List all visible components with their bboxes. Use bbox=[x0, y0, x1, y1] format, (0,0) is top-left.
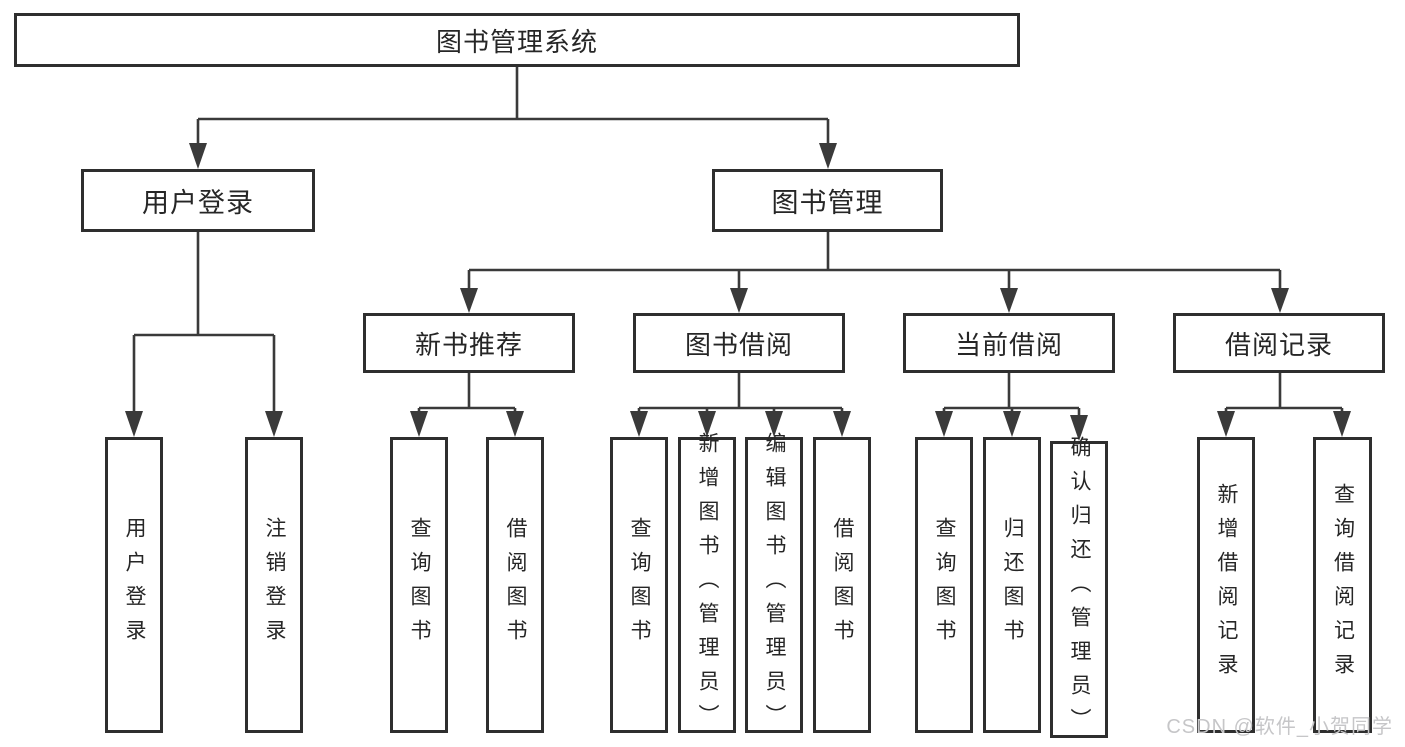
node-label: 查询图书 bbox=[933, 516, 956, 654]
leaf-return-book: 归还图书 bbox=[983, 437, 1041, 733]
leaf-query-books-borrow: 查询图书 bbox=[610, 437, 668, 733]
node-book-management: 图书管理 bbox=[712, 169, 943, 232]
node-new-book-recommend: 新书推荐 bbox=[363, 313, 575, 373]
node-label: 确认归还（管理员） bbox=[1068, 436, 1091, 743]
node-library-management-system: 图书管理系统 bbox=[14, 13, 1020, 67]
node-label: 编辑图书（管理员） bbox=[763, 431, 786, 739]
node-label: 归还图书 bbox=[1001, 516, 1024, 654]
leaf-borrow-books: 借阅图书 bbox=[813, 437, 871, 733]
node-label: 图书管理系统 bbox=[435, 26, 598, 57]
node-label: 用户登录 bbox=[142, 188, 254, 218]
node-label: 图书借阅 bbox=[684, 329, 793, 360]
leaf-query-books-current: 查询图书 bbox=[915, 437, 973, 733]
leaf-add-borrow-record: 新增借阅记录 bbox=[1197, 437, 1255, 733]
node-label: 借阅图书 bbox=[831, 516, 854, 654]
node-label: 借阅记录 bbox=[1224, 329, 1333, 360]
leaf-query-borrow-record: 查询借阅记录 bbox=[1313, 437, 1372, 733]
node-label: 新增借阅记录 bbox=[1215, 482, 1238, 688]
node-label: 借阅图书 bbox=[504, 516, 527, 654]
node-user-login: 用户登录 bbox=[81, 169, 315, 232]
node-label: 注销登录 bbox=[263, 516, 286, 654]
node-label: 新增图书（管理员） bbox=[696, 431, 719, 739]
leaf-borrow-books-recommend: 借阅图书 bbox=[486, 437, 544, 733]
node-borrow-records: 借阅记录 bbox=[1173, 313, 1385, 373]
node-label: 用户登录 bbox=[123, 516, 146, 654]
node-label: 查询借阅记录 bbox=[1331, 482, 1355, 688]
leaf-user-login: 用户登录 bbox=[105, 437, 163, 733]
node-book-borrow: 图书借阅 bbox=[633, 313, 845, 373]
node-label: 查询图书 bbox=[408, 516, 431, 654]
node-label: 查询图书 bbox=[628, 516, 651, 654]
leaf-confirm-return-admin: 确认归还（管理员） bbox=[1050, 436, 1108, 743]
node-current-borrow: 当前借阅 bbox=[903, 313, 1115, 373]
node-label: 图书管理 bbox=[771, 188, 884, 218]
node-label: 当前借阅 bbox=[954, 329, 1063, 360]
leaf-add-book-admin: 新增图书（管理员） bbox=[678, 432, 736, 738]
leaf-query-books-recommend: 查询图书 bbox=[390, 437, 448, 733]
leaf-edit-book-admin: 编辑图书（管理员） bbox=[745, 432, 803, 738]
node-label: 新书推荐 bbox=[414, 329, 523, 360]
leaf-logout: 注销登录 bbox=[245, 437, 303, 733]
